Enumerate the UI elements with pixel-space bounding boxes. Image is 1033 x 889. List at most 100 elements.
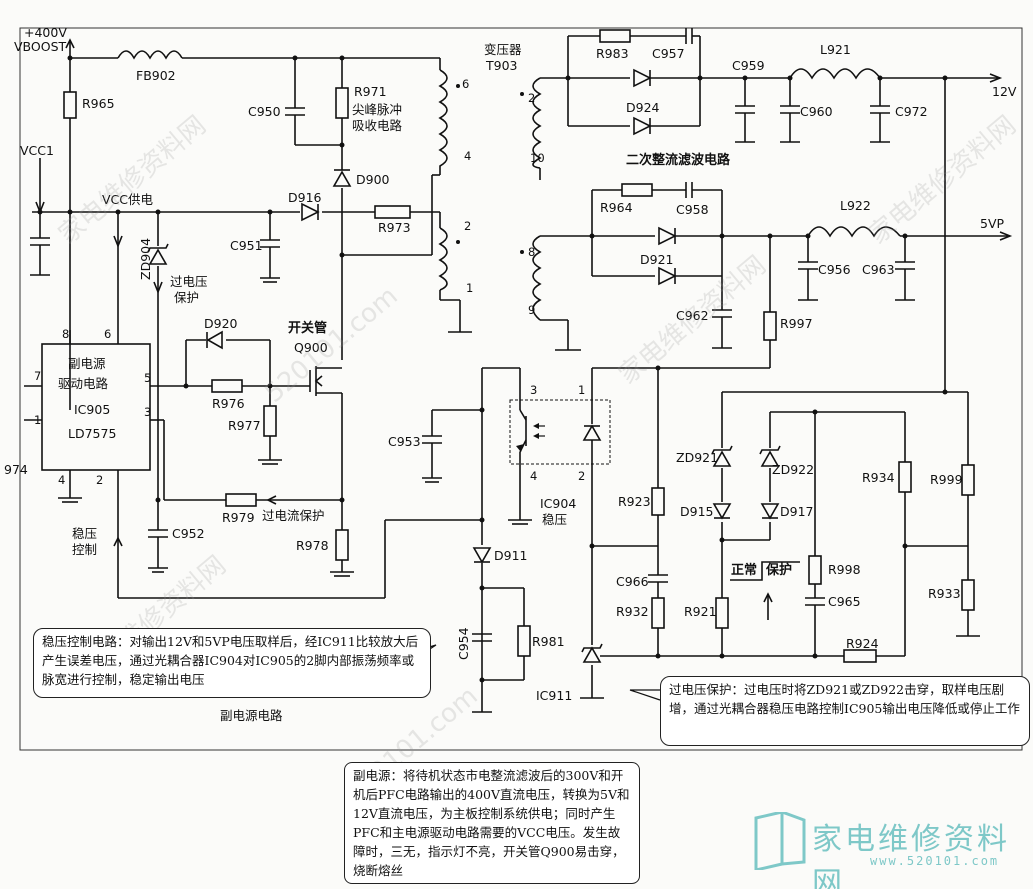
inductor-l922 <box>807 226 901 238</box>
label-ic904-sub: 稳压 <box>542 512 567 527</box>
label-r923: R923 <box>618 494 651 509</box>
label-r932: R932 <box>616 604 649 619</box>
resistor-r998 <box>808 555 822 585</box>
label-r965: R965 <box>82 96 115 111</box>
pin-ic905-7: 7 <box>34 369 41 383</box>
optocoupler-ic904 <box>509 399 611 465</box>
zener-zd921 <box>712 450 732 467</box>
resistor-r924 <box>843 649 877 663</box>
inductor-l921 <box>789 68 881 80</box>
label-r979: R979 <box>222 510 255 525</box>
resistor-r933 <box>961 579 975 611</box>
label-vboost-voltage: +400V <box>24 25 67 40</box>
resistor-r997 <box>763 311 777 341</box>
component-symbols <box>41 28 975 701</box>
label-r983: R983 <box>596 46 629 61</box>
label-r934: R934 <box>862 470 895 485</box>
label-vcc1: VCC1 <box>20 143 54 158</box>
pin-ic905-2: 2 <box>96 473 103 487</box>
ic905-box <box>41 343 151 471</box>
pin-ic905-5: 5 <box>144 371 151 385</box>
label-transformer-2: T903 <box>485 58 518 73</box>
label-r997: R997 <box>780 316 813 331</box>
label-r999: R999 <box>930 472 963 487</box>
diode-d924a <box>633 68 652 88</box>
label-vcc-supply: VCC供电 <box>102 192 154 207</box>
resistor-r923 <box>651 487 665 516</box>
diode-d921b <box>658 266 677 286</box>
resistor-r932 <box>651 597 665 629</box>
label-c966: C966 <box>616 574 649 589</box>
label-r977: R977 <box>228 418 261 433</box>
label-ovp-2: 保护 <box>174 290 199 305</box>
junction-dots <box>37 55 948 683</box>
diode-d916 <box>301 202 320 222</box>
label-r921: R921 <box>684 604 717 619</box>
label-protect: 保护 <box>765 562 792 578</box>
label-d900: D900 <box>356 172 390 187</box>
label-c963: C963 <box>862 262 895 277</box>
resistor-r971 <box>335 87 349 119</box>
pin-labels: 8 6 7 5 1 3 4 2 6 4 2 1 2 10 8 9 3 1 4 2 <box>34 77 585 487</box>
label-d921: D921 <box>640 252 673 267</box>
label-c951: C951 <box>230 238 263 253</box>
label-d917: D917 <box>780 504 813 519</box>
pin-ic905-6: 6 <box>104 327 111 341</box>
pin-t-1: 1 <box>466 281 473 295</box>
label-d915: D915 <box>680 504 713 519</box>
label-transformer-1: 变压器 <box>484 42 522 57</box>
label-l921: L921 <box>820 42 851 57</box>
label-d924: D924 <box>626 100 660 115</box>
resistor-r973 <box>374 205 411 219</box>
label-r976: R976 <box>212 396 245 411</box>
transformer-secondary-8-9 <box>532 235 542 321</box>
label-r998: R998 <box>828 562 861 577</box>
inductor-fb902 <box>117 50 183 60</box>
pin-ic905-4: 4 <box>58 473 65 487</box>
diode-d900 <box>332 170 352 187</box>
label-switch: 开关管 <box>288 320 327 336</box>
label-ic904: IC904 <box>540 496 576 511</box>
label-c960: C960 <box>800 104 833 119</box>
diode-d915 <box>712 503 732 520</box>
label-spike-2: 吸收电路 <box>352 118 403 133</box>
pin-t-2: 2 <box>464 219 471 233</box>
label-974: 974 <box>4 462 28 477</box>
label-zd904: ZD904 <box>138 238 153 280</box>
pin-t-s8: 8 <box>528 245 535 259</box>
transformer-secondary-2-10 <box>532 77 542 169</box>
label-r933: R933 <box>928 586 961 601</box>
label-r971: R971 <box>354 84 387 99</box>
label-r964: R964 <box>600 200 633 215</box>
pin-oc-2: 2 <box>578 469 585 483</box>
pin-ic905-3: 3 <box>144 405 151 419</box>
label-c954: C954 <box>456 627 471 660</box>
note-overvoltage: 过电压保护：过电压时将ZD921或ZD922击穿，取样电压剧增，通过光耦合器稳压… <box>660 676 1030 746</box>
label-r924: R924 <box>846 636 879 651</box>
label-d911: D911 <box>494 548 527 563</box>
label-c959: C959 <box>732 58 765 73</box>
ic905-name-3: IC905 <box>74 402 110 417</box>
resistor-r964 <box>621 183 653 197</box>
pin-t-s2: 2 <box>528 91 535 105</box>
label-d916: D916 <box>288 190 322 205</box>
resistor-r981 <box>517 625 531 657</box>
label-secondary: 二次整流滤波电路 <box>626 152 731 168</box>
ic905-name-2: 驱动电路 <box>58 376 109 391</box>
node-labels: +400V VBOOST VCC1 VCC供电 12V 5VP 974 副电源电… <box>4 25 1017 723</box>
label-l922: L922 <box>840 198 871 213</box>
logo-icon <box>754 809 806 872</box>
pin-oc-1: 1 <box>578 383 585 397</box>
schematic-frame <box>19 27 1023 751</box>
label-zd921: ZD921 <box>676 450 718 465</box>
diode-d911 <box>472 547 492 564</box>
label-zd922: ZD922 <box>772 462 814 477</box>
pin-t-s9: 9 <box>528 303 535 317</box>
label-c958: C958 <box>676 202 709 217</box>
label-c953: C953 <box>388 434 421 449</box>
label-ocp: 过电流保护 <box>262 508 325 523</box>
label-d920: D920 <box>204 316 238 331</box>
component-labels: FB902 R965 C950 R971 尖峰脉冲 吸收电路 D900 D916… <box>58 42 963 703</box>
label-normal: 正常 <box>731 562 757 578</box>
